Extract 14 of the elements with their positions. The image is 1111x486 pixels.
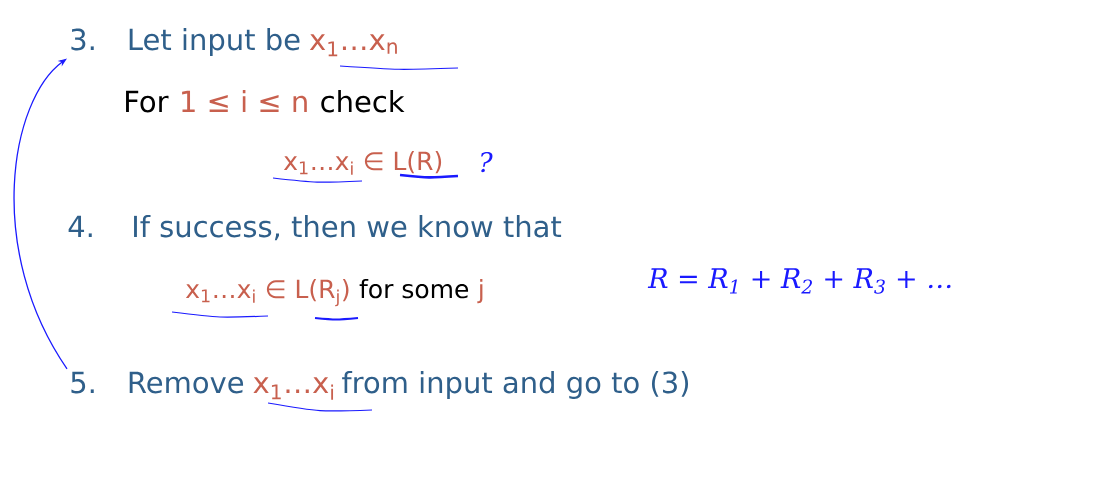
arrow <box>13 58 68 370</box>
step-text: 3. Let input be x$_{1}$…x$_{n}$ <box>71 27 397 57</box>
handwritten-note: ? <box>481 151 493 173</box>
formula-text: for some <box>359 279 469 299</box>
formula-text: x$_{1}$…x$_{i}$ ∈ L(R$_{j}$) <box>185 279 349 307</box>
handwritten-note: R = R$_{1}$ + R$_{2}$ + R$_{3}$ + … <box>647 268 951 294</box>
text-line: If success, then we know that <box>134 214 562 241</box>
text-line: check <box>321 89 405 113</box>
formula-text: j <box>477 279 483 304</box>
formula-text: x$_{1}$…x$_{i}$ ∈ L(R) <box>283 151 442 175</box>
step-text: 5. Remove x$_{1}$…x$_{i}$ from input and go to (3) <box>71 370 689 400</box>
text-line: 4. <box>68 215 92 237</box>
text-line: For <box>126 90 169 113</box>
text-line: 1 ≤ i ≤ n <box>182 89 307 112</box>
